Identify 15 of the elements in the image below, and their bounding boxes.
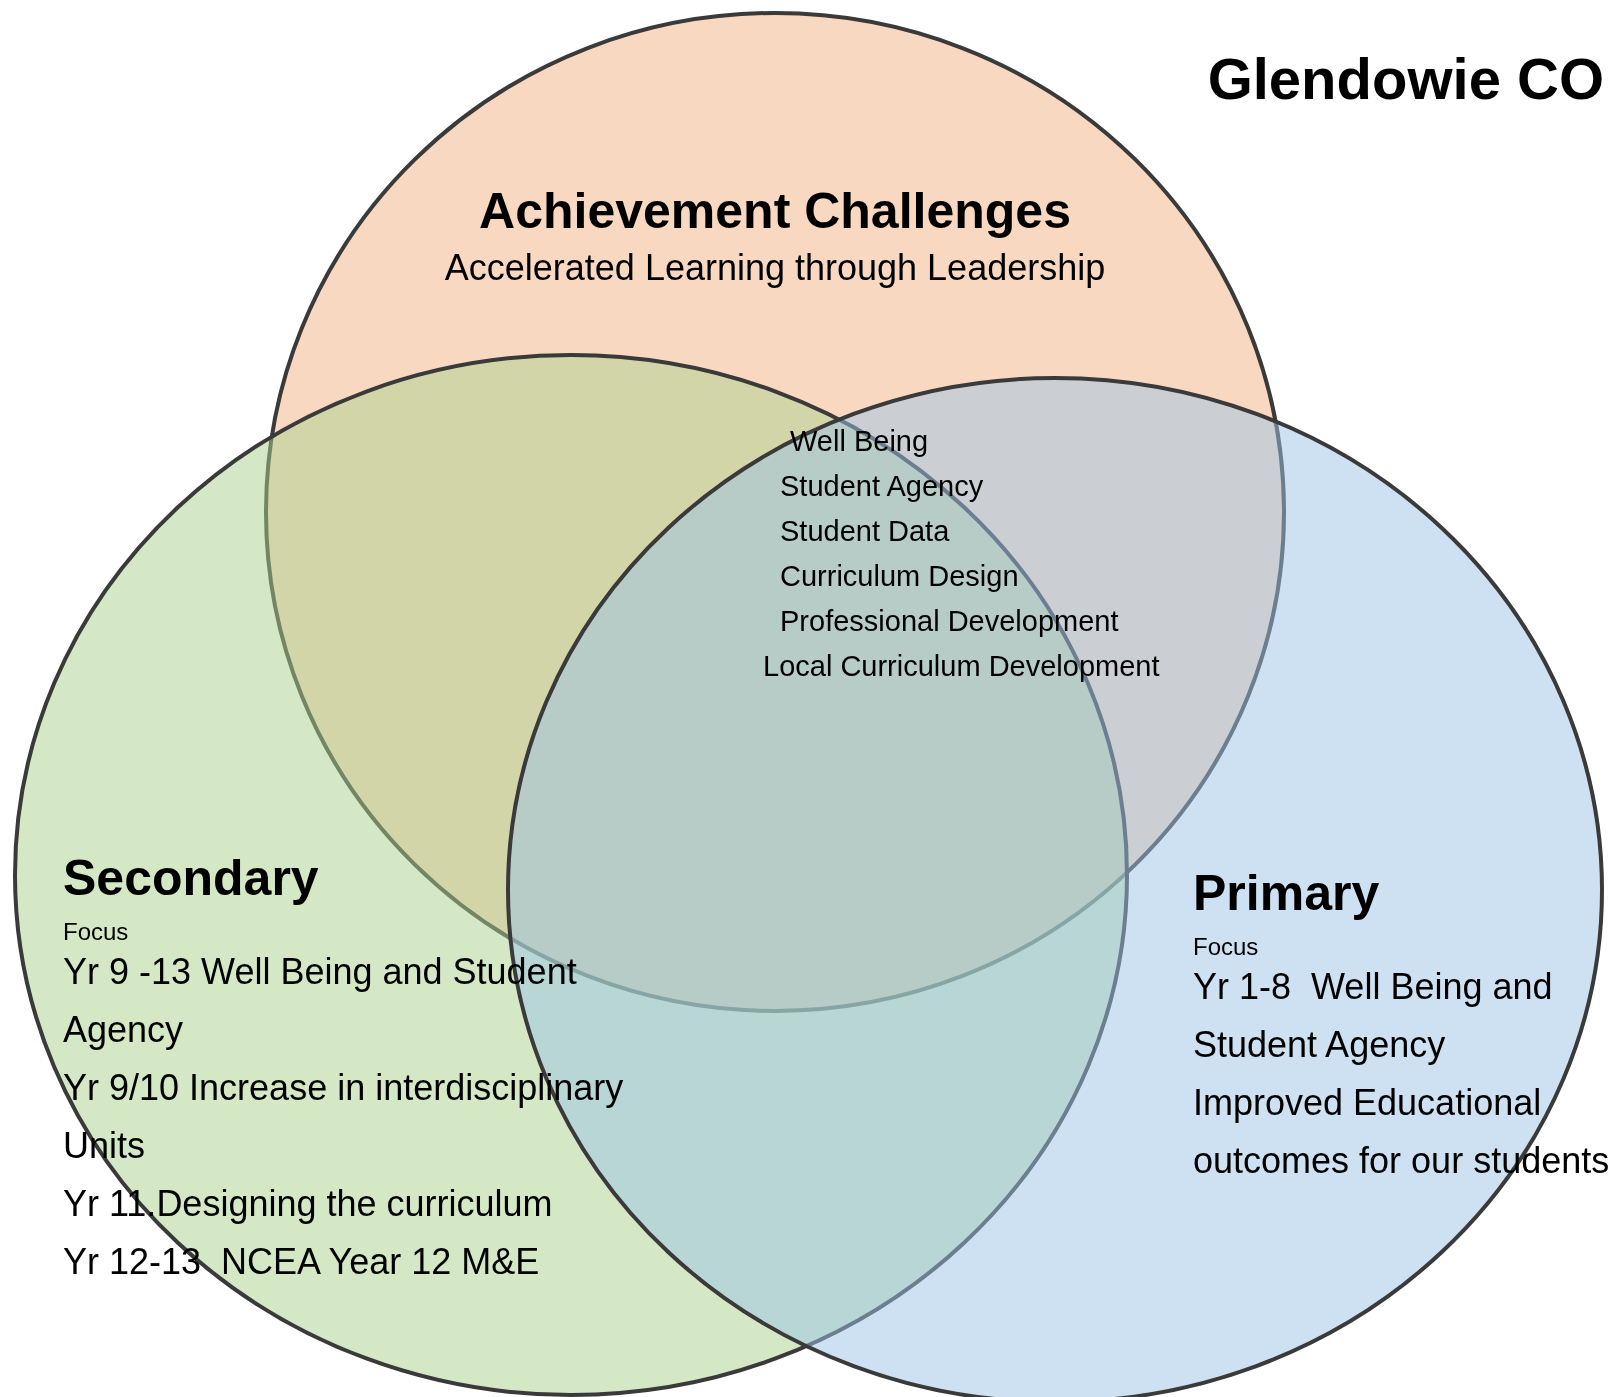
list-item: Well Being [790,425,929,458]
subheading: Focus [1193,932,1260,962]
list-item: Student Data [780,515,950,548]
heading: Secondary [63,849,320,908]
list-item: Curriculum Design [780,560,1019,593]
body-text: Yr 1-8 Well Being and Student Agency [1193,965,1554,1067]
subheading: Focus [63,917,130,947]
body-text: Yr 12-13 NCEA Year 12 M&E [63,1240,541,1284]
title: Glendowie CO [1207,45,1604,112]
list-item: Professional Development [780,605,1119,638]
list-item: Local Curriculum Development [763,650,1160,683]
list-item: Student Agency [780,470,984,503]
body-text: Accelerated Learning through Leadership [443,246,1107,290]
heading: Primary [1193,864,1381,923]
heading: Achievement Challenges [478,182,1072,241]
